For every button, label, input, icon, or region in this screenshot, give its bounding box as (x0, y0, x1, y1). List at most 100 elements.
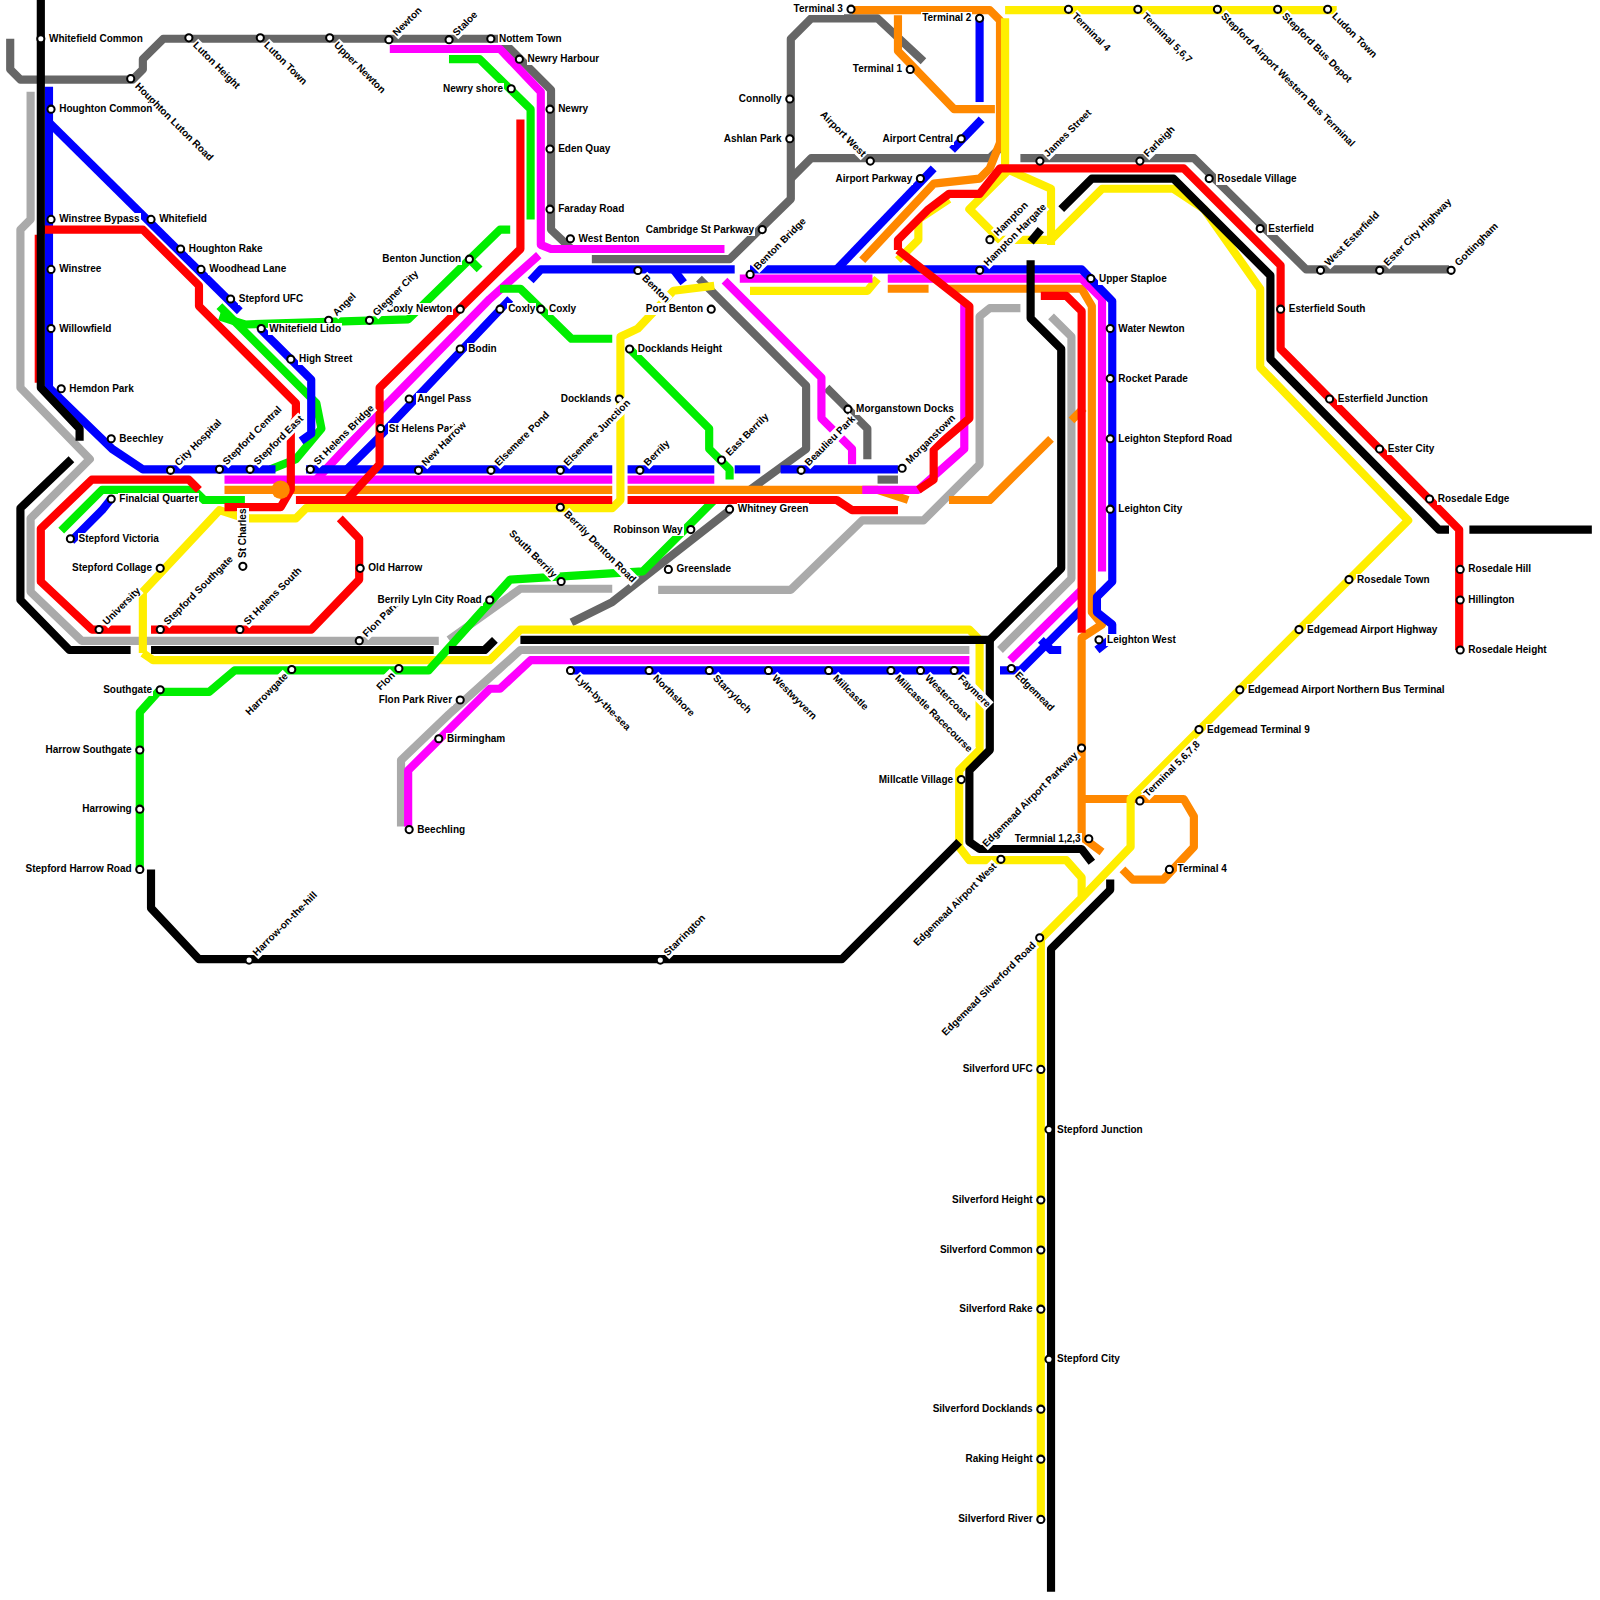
station-name: Starryloch (710, 671, 755, 716)
station-name: Terminal 4 (1177, 863, 1228, 875)
station-dot (516, 56, 523, 63)
station-dot (1195, 726, 1202, 733)
station-dot (626, 345, 633, 352)
station-name: Birmingham (446, 733, 506, 745)
station-dot (546, 106, 553, 113)
station-dot (687, 526, 694, 533)
station-dot (1136, 158, 1143, 165)
station-dot (136, 806, 143, 813)
station-dot (1317, 267, 1324, 274)
station-dot (257, 34, 264, 41)
station-dot (47, 216, 54, 223)
station-dot (1136, 797, 1143, 804)
station-dot (1037, 1246, 1044, 1253)
station-dot (1037, 1516, 1044, 1523)
station-dot (307, 466, 314, 473)
station-dot (236, 626, 243, 633)
station-name: Harrow Southgate (45, 744, 133, 756)
station-name: Silverford Height (951, 1194, 1034, 1206)
station-dot (177, 245, 184, 252)
station-name: Lyln-by-the-sea (571, 671, 633, 733)
station-dot (1448, 267, 1455, 274)
station-name: Harrowing (81, 803, 132, 815)
station-dot (847, 6, 854, 13)
station-name: James Street (1041, 106, 1095, 160)
orange-line (224, 10, 1193, 879)
station-name: Berrily (641, 437, 673, 469)
station-dot (646, 667, 653, 674)
station-name: Terminal 1 (852, 63, 903, 75)
station-dot (457, 306, 464, 313)
station-name: Millcatle Village (878, 774, 954, 786)
station-name: Harrowgate (242, 670, 291, 719)
station-dot (356, 637, 363, 644)
station-dot (1037, 1456, 1044, 1463)
station-name: Woodhead Lane (208, 263, 287, 275)
station-name: Leighton City (1117, 503, 1183, 515)
station-dot (47, 106, 54, 113)
station-name: High Street (298, 353, 353, 365)
station-dot (1426, 495, 1433, 502)
station-name: Nottem Town (498, 33, 563, 45)
station-name: Gottingham (1452, 220, 1502, 270)
station-dot (127, 75, 134, 82)
station-name: Angel Pass (416, 393, 472, 405)
station-dot (726, 506, 733, 513)
dark-grey-line (10, 18, 1449, 622)
station-dot (47, 266, 54, 273)
station-dot (508, 85, 515, 92)
black-line (20, 0, 1591, 1592)
station-name: Stepford Harrow Road (25, 863, 133, 875)
station-dot (1274, 6, 1281, 13)
station-dot (1095, 636, 1102, 643)
yellow-line (143, 10, 1408, 1520)
station-name: Starrington (661, 911, 709, 959)
station-name: Edgemead Airport Northern Bus Terminal (1247, 684, 1446, 696)
station-name: City Hospital (171, 416, 224, 469)
station-dot (466, 256, 473, 263)
station-name: East Berrily (722, 410, 771, 459)
station-dot (108, 435, 115, 442)
station-name: St Charles (237, 508, 249, 559)
station-dots (37, 6, 1464, 1523)
station-name: Rosedale Hill (1467, 563, 1532, 575)
station-dot (415, 467, 422, 474)
station-dot (706, 667, 713, 674)
magenta-line (224, 49, 1102, 827)
station-dot (1036, 158, 1043, 165)
station-dot (1065, 6, 1072, 13)
station-name: Docklands (560, 393, 613, 405)
station-name: West Benton (578, 233, 641, 245)
station-name: Ester City Highway (1380, 196, 1454, 270)
station-dot (1236, 686, 1243, 693)
station-dot (958, 135, 965, 142)
station-name: Benton Junction (381, 253, 462, 265)
station-name: Rosedale Edge (1437, 493, 1511, 505)
station-dot (1324, 6, 1331, 13)
station-dot (227, 295, 234, 302)
station-name: Silverford Common (939, 1244, 1034, 1256)
station-dot (557, 467, 564, 474)
station-dot (557, 504, 564, 511)
station-name: Beechley (118, 433, 164, 445)
station-dot (157, 626, 164, 633)
station-dot (136, 866, 143, 873)
station-dot (917, 667, 924, 674)
station-dot (665, 566, 672, 573)
station-name: Edgemead (1012, 669, 1058, 715)
station-name: Coxly (507, 303, 536, 315)
station-name: Faraday Road (557, 203, 625, 215)
station-dot (457, 345, 464, 352)
station-name: Southgate (102, 684, 153, 696)
red-line (39, 119, 1459, 650)
station-name: Eden Quay (557, 143, 611, 155)
station-dot (1037, 1406, 1044, 1413)
station-name: Rosedale Height (1467, 644, 1547, 656)
station-name: Stepford Airport Western Bus Terminal (1218, 10, 1358, 150)
station-dot (1036, 934, 1043, 941)
station-dot (136, 746, 143, 753)
station-dot (708, 306, 715, 313)
station-dot (1045, 1356, 1052, 1363)
station-dot (747, 271, 754, 278)
station-name: West Esterfield (1321, 209, 1382, 270)
